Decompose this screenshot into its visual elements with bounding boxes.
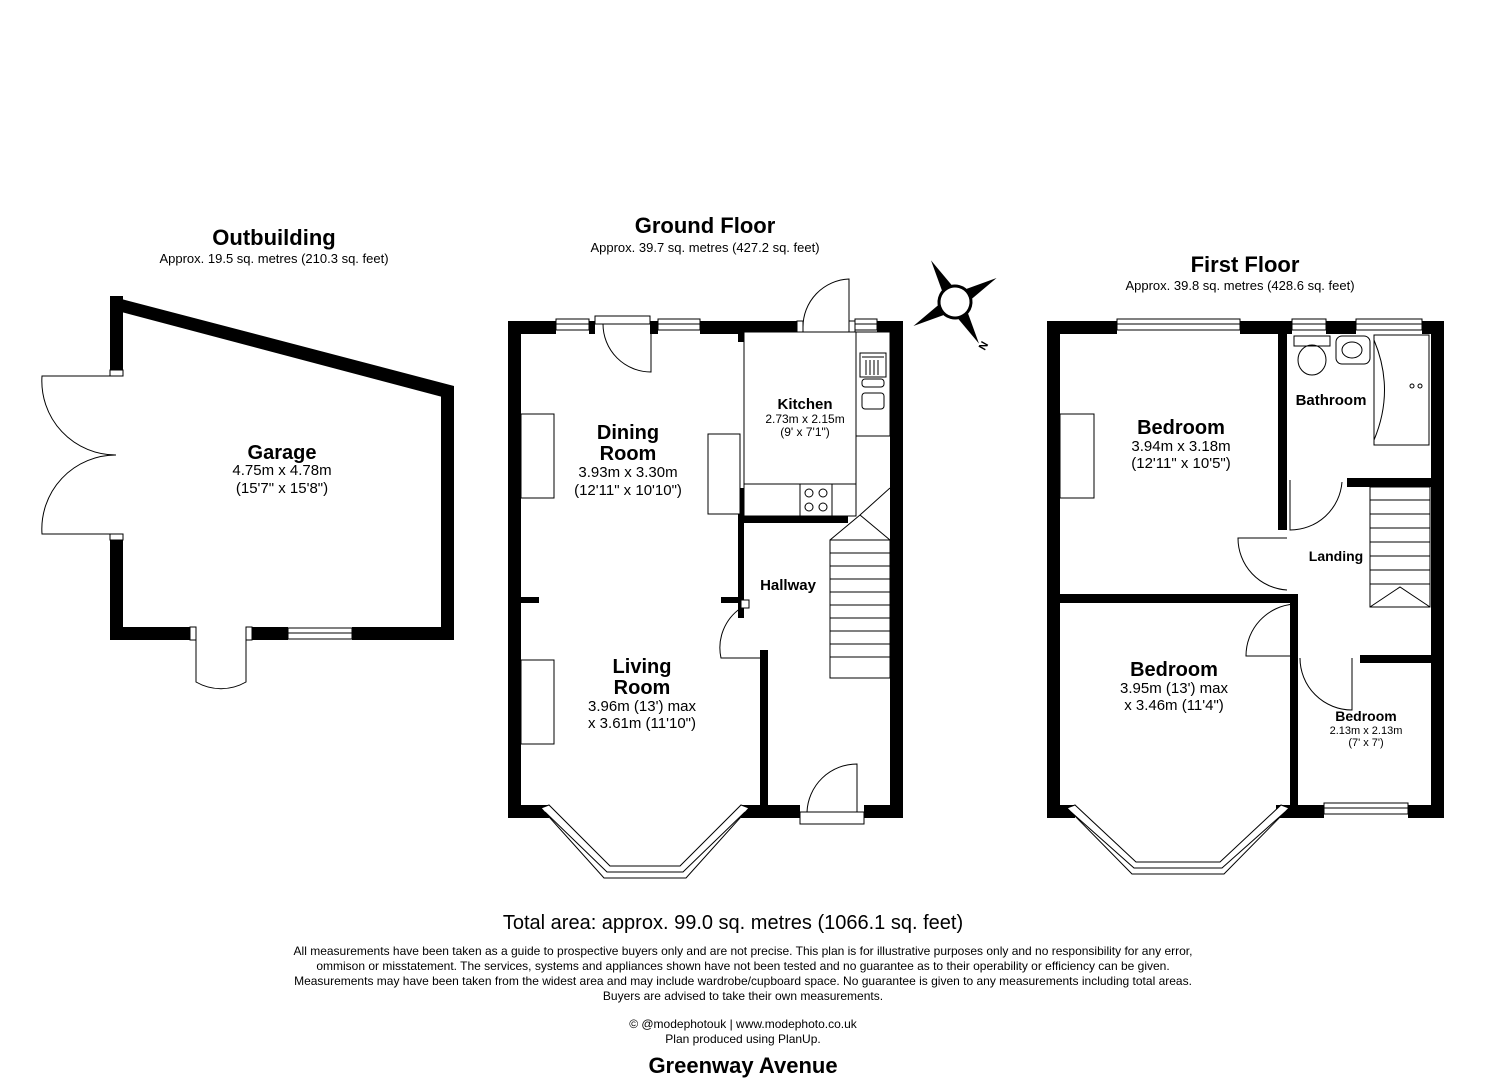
bedroom1-dims: 3.94m x 3.18m bbox=[1131, 438, 1231, 455]
front-door bbox=[806, 763, 858, 813]
disclaimer-line-2: ommison or misstatement. The services, s… bbox=[316, 959, 1170, 973]
outbuilding-area: Approx. 19.5 sq. metres (210.3 sq. feet) bbox=[159, 251, 389, 266]
first-floor-plan bbox=[1047, 318, 1444, 875]
living-room-dims-1: 3.96m (13') max bbox=[588, 698, 696, 715]
dining-chimney-breast bbox=[520, 413, 555, 499]
garage-side-door bbox=[195, 640, 247, 690]
first-floor-area: Approx. 39.8 sq. metres (428.6 sq. feet) bbox=[1125, 278, 1355, 293]
disclaimer-line-3: Measurements may have been taken from th… bbox=[294, 974, 1192, 988]
outbuilding-title: Outbuilding bbox=[212, 225, 336, 250]
bedroom1-imperial: (12'11" x 10'5") bbox=[1131, 455, 1231, 472]
kitchen-hob bbox=[799, 483, 833, 517]
first-floor-title: First Floor bbox=[1190, 252, 1300, 277]
kitchen-imperial: (9' x 7'1") bbox=[780, 425, 830, 439]
bathroom-label: Bathroom bbox=[1295, 392, 1367, 409]
kitchen-dims: 2.73m x 2.15m bbox=[765, 412, 845, 426]
garage-wall-left-upper bbox=[110, 296, 123, 370]
living-bay-window bbox=[540, 804, 750, 879]
dining-unit bbox=[707, 433, 741, 515]
kitchen-counter bbox=[743, 331, 857, 485]
garage-wall-bottom-right bbox=[352, 627, 454, 640]
disclaimer-line-4: Buyers are advised to take their own mea… bbox=[602, 989, 884, 1003]
garage-wall-left-lower bbox=[110, 540, 123, 640]
kitchen-back-door bbox=[802, 278, 850, 328]
garage-wall-bottom-mid bbox=[252, 627, 288, 640]
bedroom2-bay-window bbox=[1066, 804, 1290, 875]
total-area: Total area: approx. 99.0 sq. metres (106… bbox=[502, 912, 964, 934]
garage-wall-right bbox=[441, 386, 454, 640]
bedroom2-dims-1: 3.95m (13') max bbox=[1120, 680, 1228, 697]
landing-label: Landing bbox=[1308, 548, 1364, 564]
hallway-label: Hallway bbox=[760, 577, 816, 594]
bedroom1-door bbox=[1237, 537, 1288, 591]
ground-floor-plan bbox=[508, 278, 903, 879]
dining-door bbox=[602, 323, 652, 373]
bedroom2-dims-2: x 3.46m (11'4") bbox=[1124, 697, 1224, 714]
first-floor-stairs bbox=[1369, 486, 1431, 608]
bath bbox=[1373, 334, 1430, 446]
garage-double-door bbox=[41, 375, 117, 535]
bedroom3-dims: 2.13m x 2.13m bbox=[1329, 725, 1403, 737]
dining-room-label-1: Dining bbox=[596, 422, 660, 444]
dining-room-dims: 3.93m x 3.30m bbox=[578, 464, 678, 481]
living-chimney-breast bbox=[520, 659, 555, 745]
bedroom1-chimney-breast bbox=[1059, 413, 1095, 499]
garage-label: Garage bbox=[247, 442, 317, 464]
credit-line: © @modephotouk | www.modephoto.co.uk bbox=[629, 1017, 857, 1031]
kitchen-label: Kitchen bbox=[777, 396, 833, 413]
garage-dims: 4.75m x 4.78m bbox=[232, 462, 332, 479]
bedroom3-imperial: (7' x 7') bbox=[1348, 737, 1384, 749]
ground-floor-area: Approx. 39.7 sq. metres (427.2 sq. feet) bbox=[590, 240, 820, 255]
toilet bbox=[1293, 335, 1331, 347]
garage-wall-bottom-left bbox=[110, 627, 190, 640]
outbuilding-plan bbox=[41, 296, 454, 690]
ground-floor-title: Ground Floor bbox=[634, 213, 776, 238]
street-name: Greenway Avenue bbox=[648, 1053, 838, 1078]
living-room-label-2: Room bbox=[613, 677, 671, 699]
garage-imperial: (15'7" x 15'8") bbox=[235, 480, 329, 497]
living-room-dims-2: x 3.61m (11'10") bbox=[588, 715, 696, 732]
disclaimer-line-1: All measurements have been taken as a gu… bbox=[293, 944, 1193, 958]
dining-room-imperial: (12'11" x 10'10") bbox=[574, 482, 682, 499]
compass-rose bbox=[913, 260, 997, 344]
living-room-label-1: Living bbox=[612, 656, 672, 678]
bedroom2-door bbox=[1245, 603, 1295, 657]
bedroom1-label: Bedroom bbox=[1137, 417, 1225, 439]
ground-floor-stairs bbox=[829, 487, 891, 679]
wash-basin bbox=[1335, 335, 1371, 365]
bedroom3-door bbox=[1299, 657, 1353, 711]
bathroom-door bbox=[1289, 480, 1343, 531]
disclaimer: All measurements have been taken as a gu… bbox=[180, 944, 1306, 1004]
bedroom2-label: Bedroom bbox=[1130, 659, 1218, 681]
living-door bbox=[719, 607, 760, 659]
bedroom3-label: Bedroom bbox=[1335, 708, 1397, 724]
dining-room-label-2: Room bbox=[599, 443, 657, 465]
garage-wall-top bbox=[110, 296, 454, 399]
produced-by-line: Plan produced using PlanUp. bbox=[665, 1032, 821, 1046]
